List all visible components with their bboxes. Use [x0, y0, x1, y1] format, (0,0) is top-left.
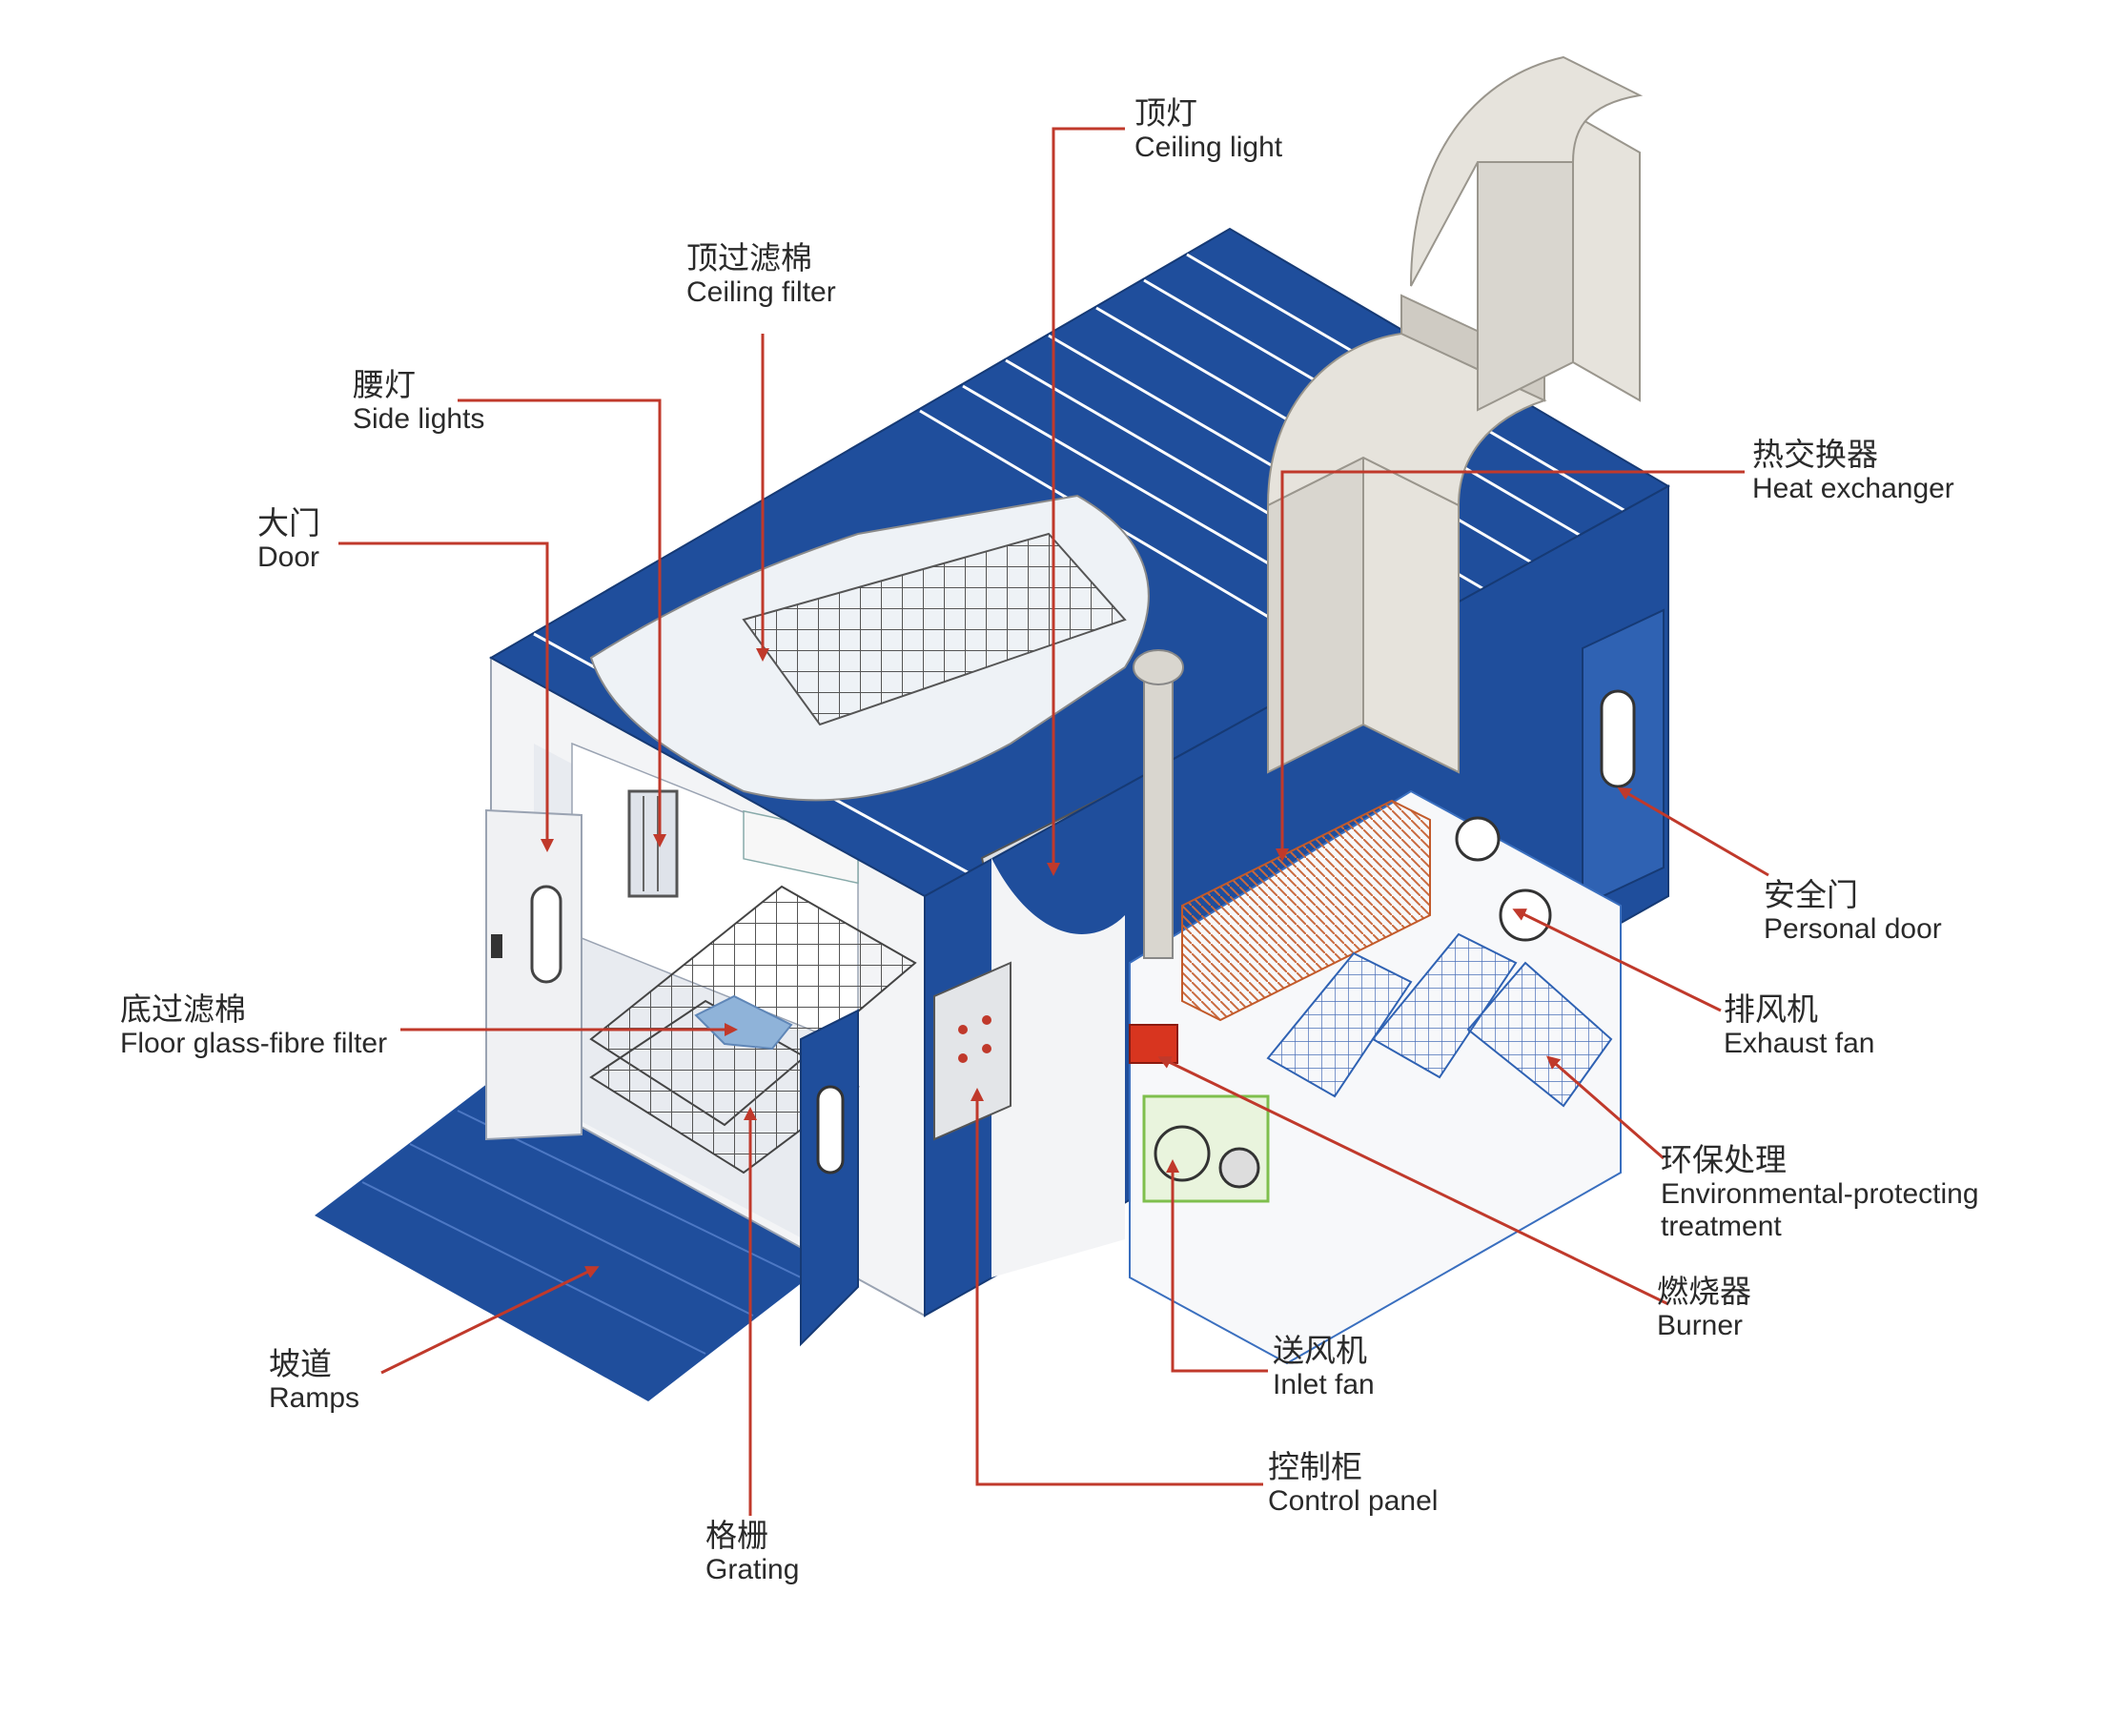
label-en: Ceiling light [1134, 131, 1283, 163]
label-zh: 安全门 [1764, 876, 1858, 913]
label-zh: 燃烧器 [1657, 1273, 1751, 1310]
control-panel [933, 961, 1011, 1141]
label-zh: 坡道 [269, 1345, 332, 1382]
label-en: Door [257, 541, 320, 573]
label-en-line1: Environmental-protecting [1661, 1177, 1979, 1210]
label-en: Heat exchanger [1752, 472, 1954, 504]
label-en: Floor glass-fibre filter [120, 1027, 388, 1059]
leader-env [1545, 1055, 1665, 1160]
ducting [1266, 55, 1644, 774]
label-en: Side lights [353, 402, 485, 435]
label-zh: 排风机 [1724, 991, 1818, 1028]
label-zh: 环保处理 [1661, 1141, 1787, 1178]
label-ceiling-light: 顶灯 Ceiling light [1134, 95, 1282, 164]
label-en: Ceiling filter [686, 276, 836, 308]
leader-ceiling-light [1047, 127, 1125, 876]
label-en: Burner [1657, 1309, 1744, 1341]
label-en: Exhaust fan [1724, 1027, 1875, 1059]
label-en: Control panel [1268, 1484, 1439, 1517]
right-door [800, 1009, 859, 1347]
label-zh: 送风机 [1273, 1332, 1367, 1369]
label-ceiling-filter: 顶过滤棉 Ceiling filter [686, 240, 836, 309]
leader-side-lights [458, 398, 666, 848]
label-en: Personal door [1764, 912, 1942, 945]
leader-exhaust [1512, 909, 1722, 1012]
booth-front-frame [490, 656, 926, 1317]
label-zh: 腰灯 [353, 366, 416, 403]
label-zh: 底过滤棉 [120, 991, 246, 1028]
label-grating: 格栅 Grating [705, 1518, 799, 1586]
leader-door [338, 541, 554, 852]
label-burner: 燃烧器 Burner [1657, 1274, 1751, 1342]
leader-lines [338, 127, 1769, 1516]
label-zh: 控制柜 [1268, 1448, 1362, 1485]
leader-heat-exchanger [1276, 470, 1745, 862]
label-side-lights: 腰灯 Side lights [353, 367, 484, 436]
main-door [485, 808, 582, 1141]
leader-inlet-fan [1166, 1159, 1268, 1373]
leader-personal-door [1617, 786, 1769, 877]
label-en: Grating [705, 1553, 800, 1585]
label-zh: 格栅 [705, 1517, 768, 1554]
label-inlet-fan: 送风机 Inlet fan [1273, 1333, 1375, 1401]
label-zh: 热交换器 [1752, 436, 1878, 473]
label-door: 大门 Door [257, 505, 320, 574]
label-exhaust-fan: 排风机 Exhaust fan [1724, 991, 1874, 1060]
label-personal-door: 安全门 Personal door [1764, 877, 1942, 946]
label-ramps: 坡道 Ramps [269, 1346, 359, 1415]
leader-burner [1157, 1056, 1669, 1306]
label-floor-filter: 底过滤棉 Floor glass-fibre filter [120, 991, 387, 1060]
label-zh: 顶过滤棉 [686, 239, 812, 276]
label-en: Inlet fan [1273, 1368, 1375, 1400]
label-heat-exchanger: 热交换器 Heat exchanger [1752, 437, 1954, 505]
label-zh: 大门 [257, 504, 320, 541]
label-env-treatment: 环保处理 Environmental-protecting treatment [1661, 1142, 1979, 1244]
label-control-panel: 控制柜 Control panel [1268, 1449, 1438, 1518]
label-en: Ramps [269, 1381, 360, 1414]
label-zh: 顶灯 [1134, 94, 1197, 132]
leader-control-panel [971, 1088, 1263, 1486]
label-en-line2: treatment [1661, 1211, 1782, 1243]
leader-ramps [380, 1266, 600, 1375]
